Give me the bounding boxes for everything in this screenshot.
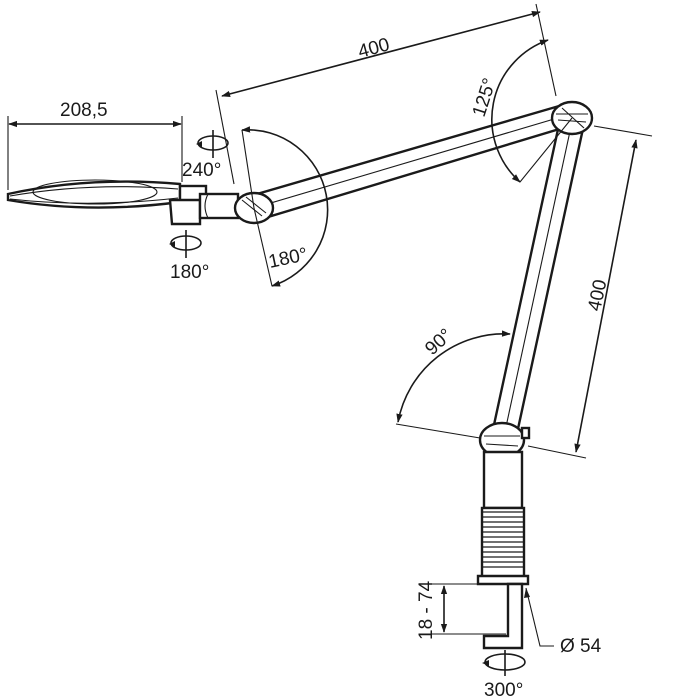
head-rotation-symbol: [169, 230, 202, 258]
clamp-range-label: 18 - 74: [416, 580, 437, 640]
magnifier-lens-head: [6, 179, 240, 226]
lower-arm: [490, 118, 586, 440]
lower-arm-length-dimension: [527, 125, 653, 459]
front-joint-angle-arc: [241, 126, 329, 287]
lower-arm-length-label: 400: [584, 278, 611, 313]
base-joint-angle-arc: [395, 330, 511, 439]
elbow-angle-arc: [491, 39, 573, 183]
upper-arm-length-label: 400: [356, 34, 392, 62]
table-clamp: [482, 582, 524, 650]
lens-width-dimension: [7, 116, 183, 190]
upper-arm: [248, 102, 578, 222]
clamp-range-dimension: [432, 583, 506, 635]
lens-rotation-label: 240°: [182, 160, 221, 181]
base-joint-angle-label: 90°: [421, 325, 456, 360]
elbow-angle-label: 125°: [469, 76, 501, 120]
base-joint: [478, 421, 531, 459]
base-rotation-symbol: [482, 650, 526, 676]
clamp-post: [476, 450, 530, 586]
lens-width-label: 208,5: [60, 100, 108, 121]
post-diameter-label: Ø 54: [560, 636, 602, 657]
post-diameter-leader: [524, 587, 554, 647]
lens-rotation-symbol: [196, 130, 229, 158]
head-rotation-label: 180°: [170, 262, 209, 283]
base-rotation-label: 300°: [484, 680, 523, 700]
